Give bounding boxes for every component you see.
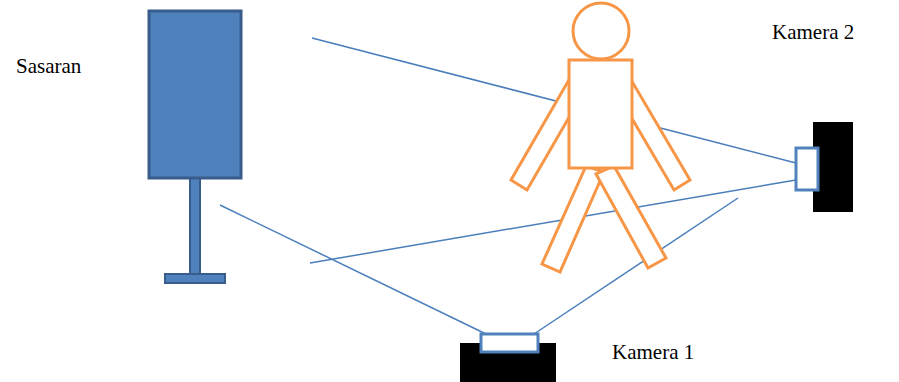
person-figure bbox=[511, 3, 690, 272]
camera-2 bbox=[796, 122, 853, 212]
person-body bbox=[569, 60, 632, 168]
part-label: Kamera 1 bbox=[612, 340, 694, 365]
target-board bbox=[149, 11, 241, 178]
camera-lens bbox=[796, 148, 818, 190]
part-label: Kamera 2 bbox=[772, 20, 854, 45]
view-line bbox=[220, 205, 486, 334]
field-of-view-lines bbox=[220, 38, 796, 334]
left-leg bbox=[542, 166, 604, 272]
target bbox=[149, 11, 241, 283]
person-head bbox=[573, 3, 629, 59]
target-base bbox=[165, 274, 225, 283]
part-label: Sasaran bbox=[16, 54, 81, 79]
camera-lens bbox=[481, 334, 538, 352]
target-pole bbox=[190, 178, 200, 276]
right-leg bbox=[596, 166, 666, 268]
camera-1 bbox=[460, 334, 556, 382]
